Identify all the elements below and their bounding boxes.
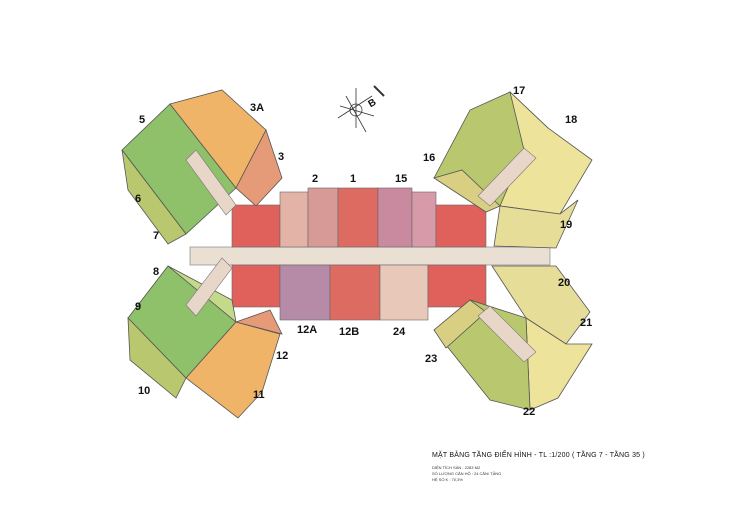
plan-info-area: DIỆN TÍCH SÀN : 2283 M2	[432, 465, 481, 470]
unit-label-6: 6	[135, 193, 142, 205]
unit-label-12b: 12B	[339, 326, 360, 338]
unit-label-21: 21	[580, 317, 593, 329]
wing-upper-left	[121, 89, 283, 245]
unit-label-15: 15	[395, 173, 408, 185]
unit-label-22: 22	[523, 406, 536, 418]
unit-label-7: 7	[153, 230, 160, 242]
unit-label-12a: 12A	[297, 324, 318, 336]
plan-info-units: SỐ LƯỢNG CĂN HỘ : 24 CĂN/ TẦNG	[432, 471, 502, 476]
unit-label-8: 8	[153, 266, 160, 278]
unit-label-11: 11	[253, 389, 265, 401]
unit-label-19: 19	[560, 219, 573, 231]
unit-label-2: 2	[312, 173, 319, 185]
unit-label-24: 24	[393, 326, 406, 338]
unit-label-9: 9	[135, 301, 142, 313]
unit-label-23: 23	[425, 353, 438, 365]
wing-lower-right	[433, 265, 593, 411]
unit-label-17: 17	[513, 85, 526, 97]
unit-label-3: 3	[278, 151, 285, 163]
unit-label-10: 10	[138, 385, 151, 397]
plan-title: MẶT BẰNG TẦNG ĐIỂN HÌNH - TL :1/200 ( TẦ…	[432, 452, 645, 459]
wing-upper-right	[433, 90, 593, 249]
compass-label: B	[367, 97, 379, 110]
compass-icon	[337, 85, 385, 133]
unit-label-18: 18	[565, 114, 578, 126]
unit-label-12: 12	[276, 350, 289, 362]
unit-label-5: 5	[139, 114, 146, 126]
central-corridor	[189, 246, 551, 266]
plan-info-ratio: HỆ SỐ K : 70,3%	[432, 477, 463, 482]
wing-lower-left	[127, 257, 283, 419]
core-top	[231, 187, 487, 248]
core-bottom	[231, 264, 487, 321]
unit-label-16: 16	[423, 152, 436, 164]
unit-label-1: 1	[350, 173, 357, 185]
unit-label-3a: 3A	[250, 102, 265, 114]
unit-label-20: 20	[558, 277, 571, 289]
